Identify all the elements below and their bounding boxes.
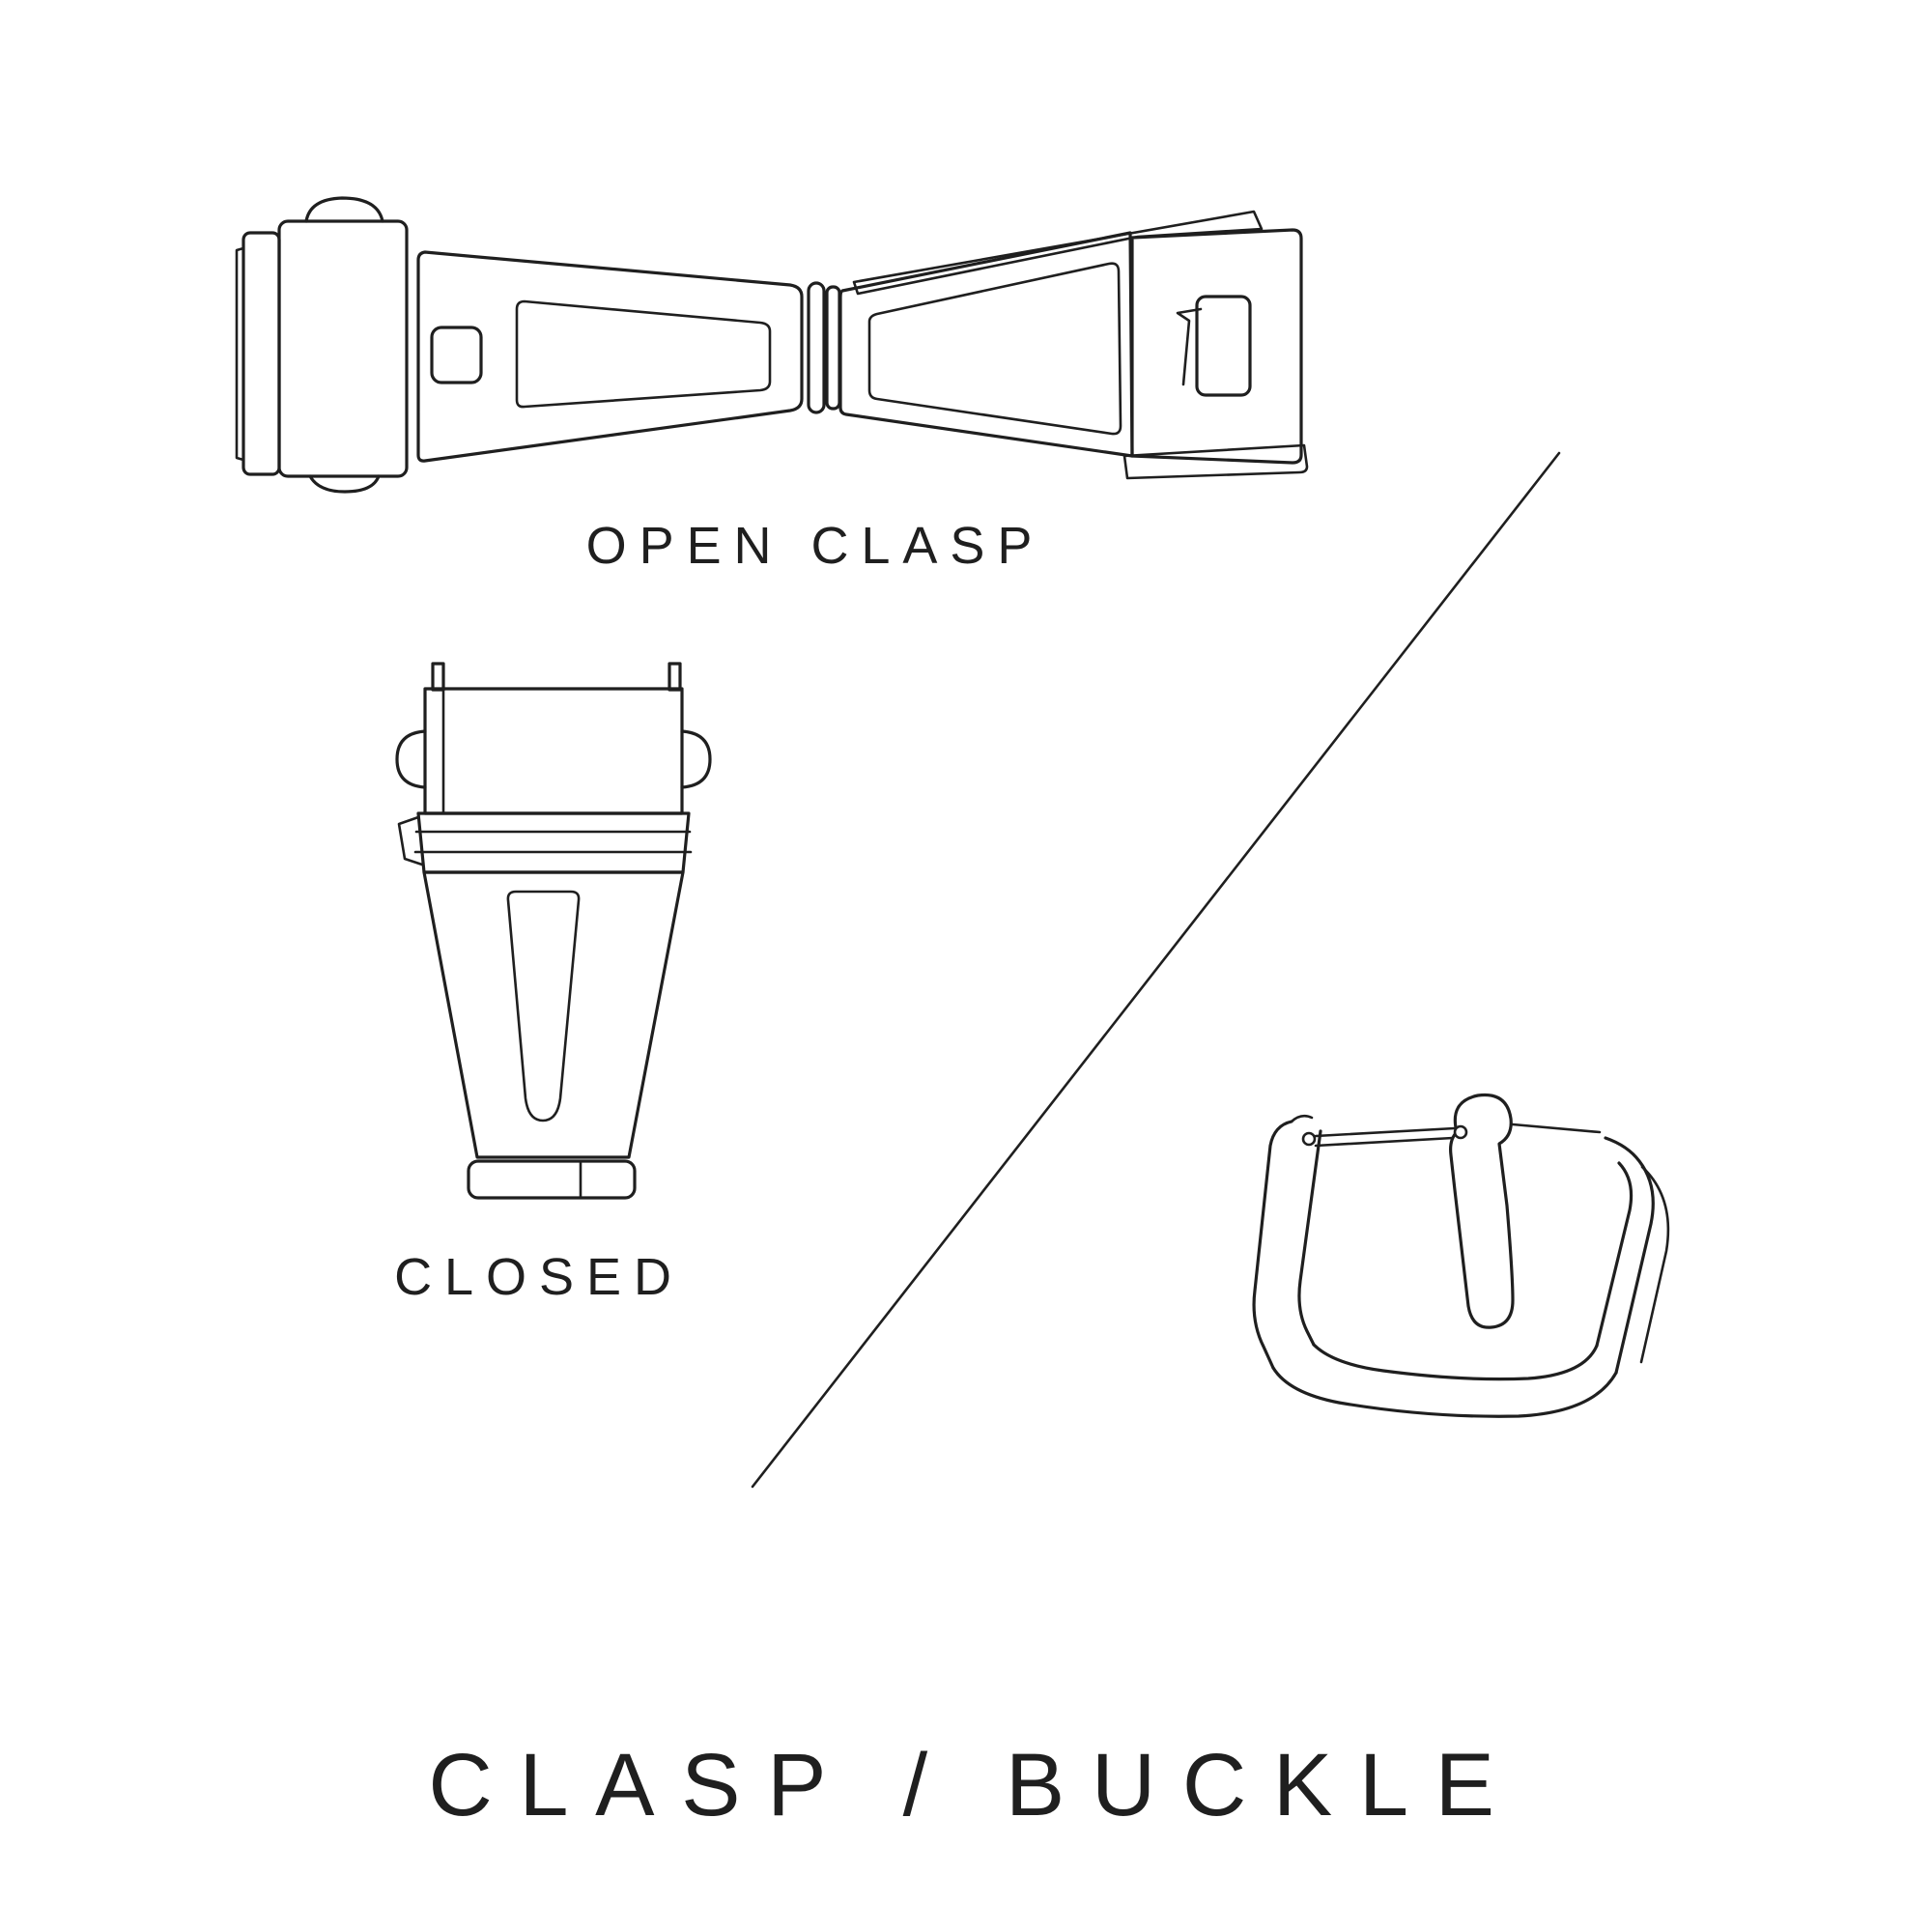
closed-ear-left bbox=[395, 729, 427, 789]
clasp-end-bar-edge bbox=[235, 246, 245, 462]
closed-body bbox=[422, 870, 685, 1159]
buckle-right-inner bbox=[1595, 1161, 1634, 1348]
clasp-cover-bottom-tab bbox=[308, 474, 381, 494]
closed-ear-right bbox=[680, 729, 712, 789]
buckle-prong bbox=[1449, 1093, 1515, 1329]
clasp-hinge-a bbox=[807, 281, 826, 414]
buckle-pin-left bbox=[1314, 1126, 1457, 1138]
open-clasp-label: OPEN CLASP bbox=[585, 517, 1045, 575]
buckle-right-contour bbox=[1639, 1165, 1670, 1364]
buckle-pin-right bbox=[1511, 1122, 1602, 1134]
clasp-catch-hook bbox=[1176, 307, 1203, 386]
closed-clasp-illustration bbox=[395, 662, 712, 1200]
buckle-left-outer bbox=[1252, 1120, 1293, 1370]
clasp-pusher bbox=[430, 326, 483, 384]
clasp-right-bottom-strip bbox=[1122, 443, 1309, 480]
buckle-bottom-outer bbox=[1271, 1366, 1618, 1418]
clasp-end-bar bbox=[242, 231, 281, 476]
closed-label: CLOSED bbox=[394, 1248, 684, 1306]
clasp-catch-hole bbox=[1195, 295, 1252, 397]
closed-prong-left bbox=[431, 662, 445, 692]
buckle-bottom-inner bbox=[1312, 1343, 1599, 1381]
buckle-left-inner bbox=[1297, 1129, 1322, 1347]
buckle-prong-coil bbox=[1453, 1124, 1468, 1140]
clasp-left-blade bbox=[416, 250, 804, 463]
closed-prong-right bbox=[668, 662, 682, 692]
closed-bottom-bar bbox=[467, 1159, 637, 1200]
closed-left-notch bbox=[397, 815, 424, 867]
buckle-right-outer bbox=[1604, 1136, 1655, 1375]
clasp-right-top-strip bbox=[852, 210, 1264, 296]
open-clasp-illustration bbox=[235, 196, 1309, 494]
buckle-pin-end bbox=[1301, 1131, 1317, 1147]
closed-body-slot bbox=[506, 890, 581, 1122]
closed-top-block bbox=[423, 687, 684, 815]
clasp-right-blade bbox=[838, 231, 1134, 458]
buckle-illustration bbox=[1252, 1093, 1670, 1418]
buckle-pin-left-lower bbox=[1314, 1136, 1455, 1148]
diagonal-divider-line bbox=[751, 451, 1561, 1489]
buckle-corner-cap bbox=[1290, 1114, 1314, 1123]
clasp-cover bbox=[277, 219, 409, 478]
clasp-right-end bbox=[1130, 228, 1303, 465]
closed-hinge-band bbox=[416, 811, 691, 874]
clasp-cover-top-tab bbox=[304, 196, 384, 223]
clasp-hinge-b bbox=[825, 285, 841, 411]
clasp-left-blade-inner bbox=[515, 299, 772, 409]
clasp-right-blade-inner bbox=[867, 262, 1122, 436]
page-title: CLASP / BUCKLE bbox=[428, 1736, 1521, 1834]
